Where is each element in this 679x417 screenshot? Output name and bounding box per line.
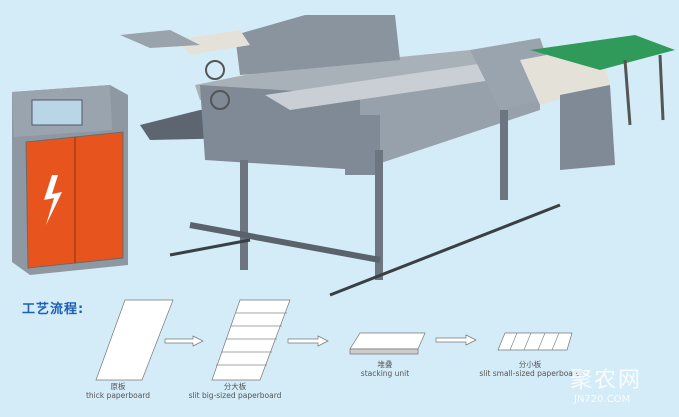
step-stacking: 堆叠 stacking unit (345, 360, 425, 378)
step-label-cn: 分大板 (223, 382, 247, 391)
arrow-icon (435, 334, 477, 346)
control-panel-screen (31, 99, 83, 126)
high-voltage-icon (44, 175, 62, 225)
process-title: 工艺流程: (22, 302, 85, 317)
watermark: 聚农网 JN720.COM (570, 362, 642, 405)
step-slit-big: 分大板 slit big-sized paperboard (175, 382, 295, 400)
watermark-en: JN720.COM (574, 394, 631, 405)
step-label-cn: 堆叠 (377, 360, 393, 369)
thick-paperboard-diagram (95, 299, 174, 381)
step-label-en: thick paperboard (85, 391, 151, 400)
arrow-icon (164, 335, 204, 347)
step-label-en: slit small-sized paperboard (479, 369, 581, 378)
step-label-cn: 分小板 (518, 360, 542, 369)
small-slit-paperboard-diagram (497, 332, 573, 351)
step-slit-small: 分小板 slit small-sized paperboard (465, 360, 595, 378)
arrow-icon (287, 335, 329, 347)
slitter-machine (120, 15, 561, 297)
process-flow (95, 299, 573, 381)
step-label-cn: 原板 (110, 382, 126, 391)
step-label-en: stacking unit (360, 369, 410, 378)
step-label-en: slit big-sized paperboard (188, 391, 282, 400)
step-thick-paperboard: 原板 thick paperboard (78, 382, 158, 400)
stacking-conveyor (470, 35, 675, 170)
stacking-unit-diagram (349, 332, 426, 350)
watermark-cn: 聚农网 (570, 368, 643, 393)
control-cabinet (12, 85, 128, 275)
big-slit-paperboard-diagram (211, 299, 291, 381)
